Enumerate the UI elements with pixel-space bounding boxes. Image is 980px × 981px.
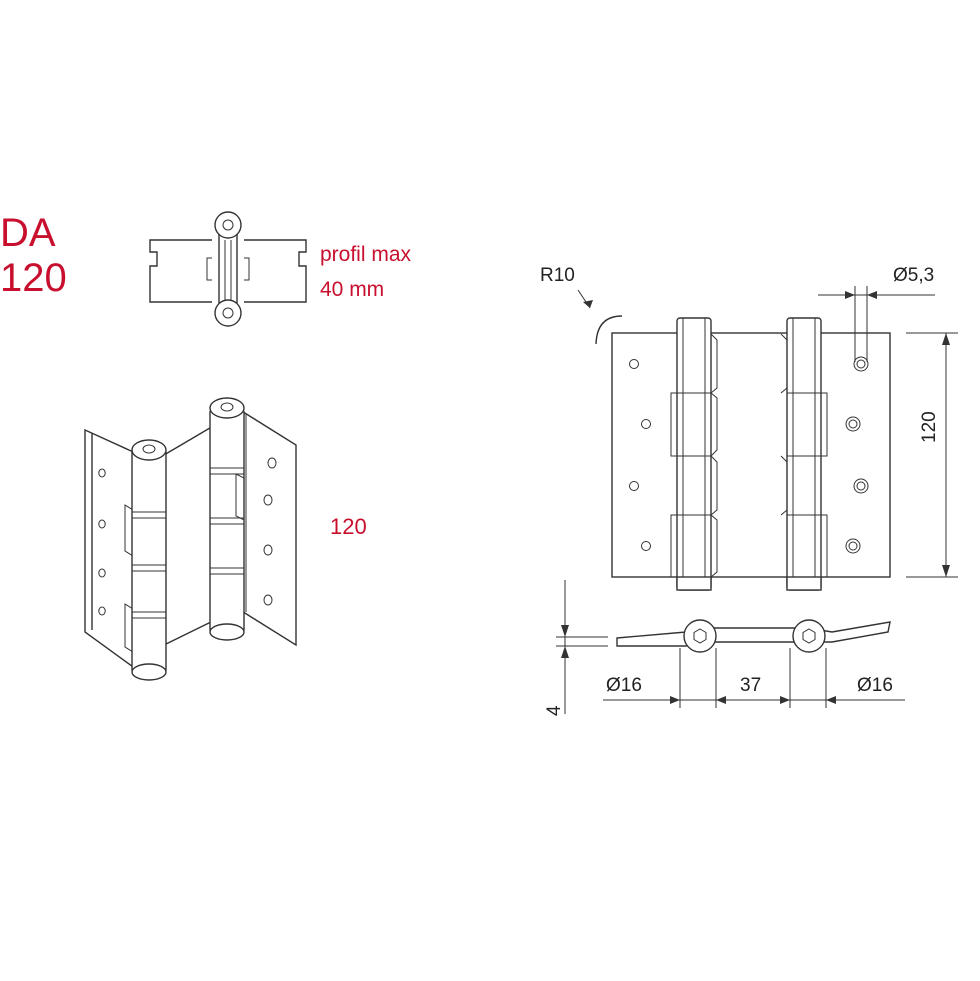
profile-note-line2: 40 mm bbox=[320, 278, 385, 301]
right-barrel-diameter-label: Ø16 bbox=[857, 675, 893, 696]
hinge-front-view bbox=[577, 286, 958, 591]
hinge-top-view bbox=[556, 580, 905, 714]
hinge-perspective bbox=[84, 397, 297, 681]
radius-label: R10 bbox=[540, 265, 575, 286]
profile-sketch bbox=[149, 211, 307, 327]
hole-diameter-label: Ø5,3 bbox=[893, 265, 935, 286]
left-barrel-diameter-label: Ø16 bbox=[606, 675, 642, 696]
product-code: DA bbox=[0, 211, 56, 255]
perspective-height-label: 120 bbox=[330, 514, 367, 539]
profile-note-line1: profil max bbox=[320, 243, 412, 266]
product-size: 120 bbox=[0, 256, 67, 300]
barrel-spacing-label: 37 bbox=[740, 675, 762, 696]
